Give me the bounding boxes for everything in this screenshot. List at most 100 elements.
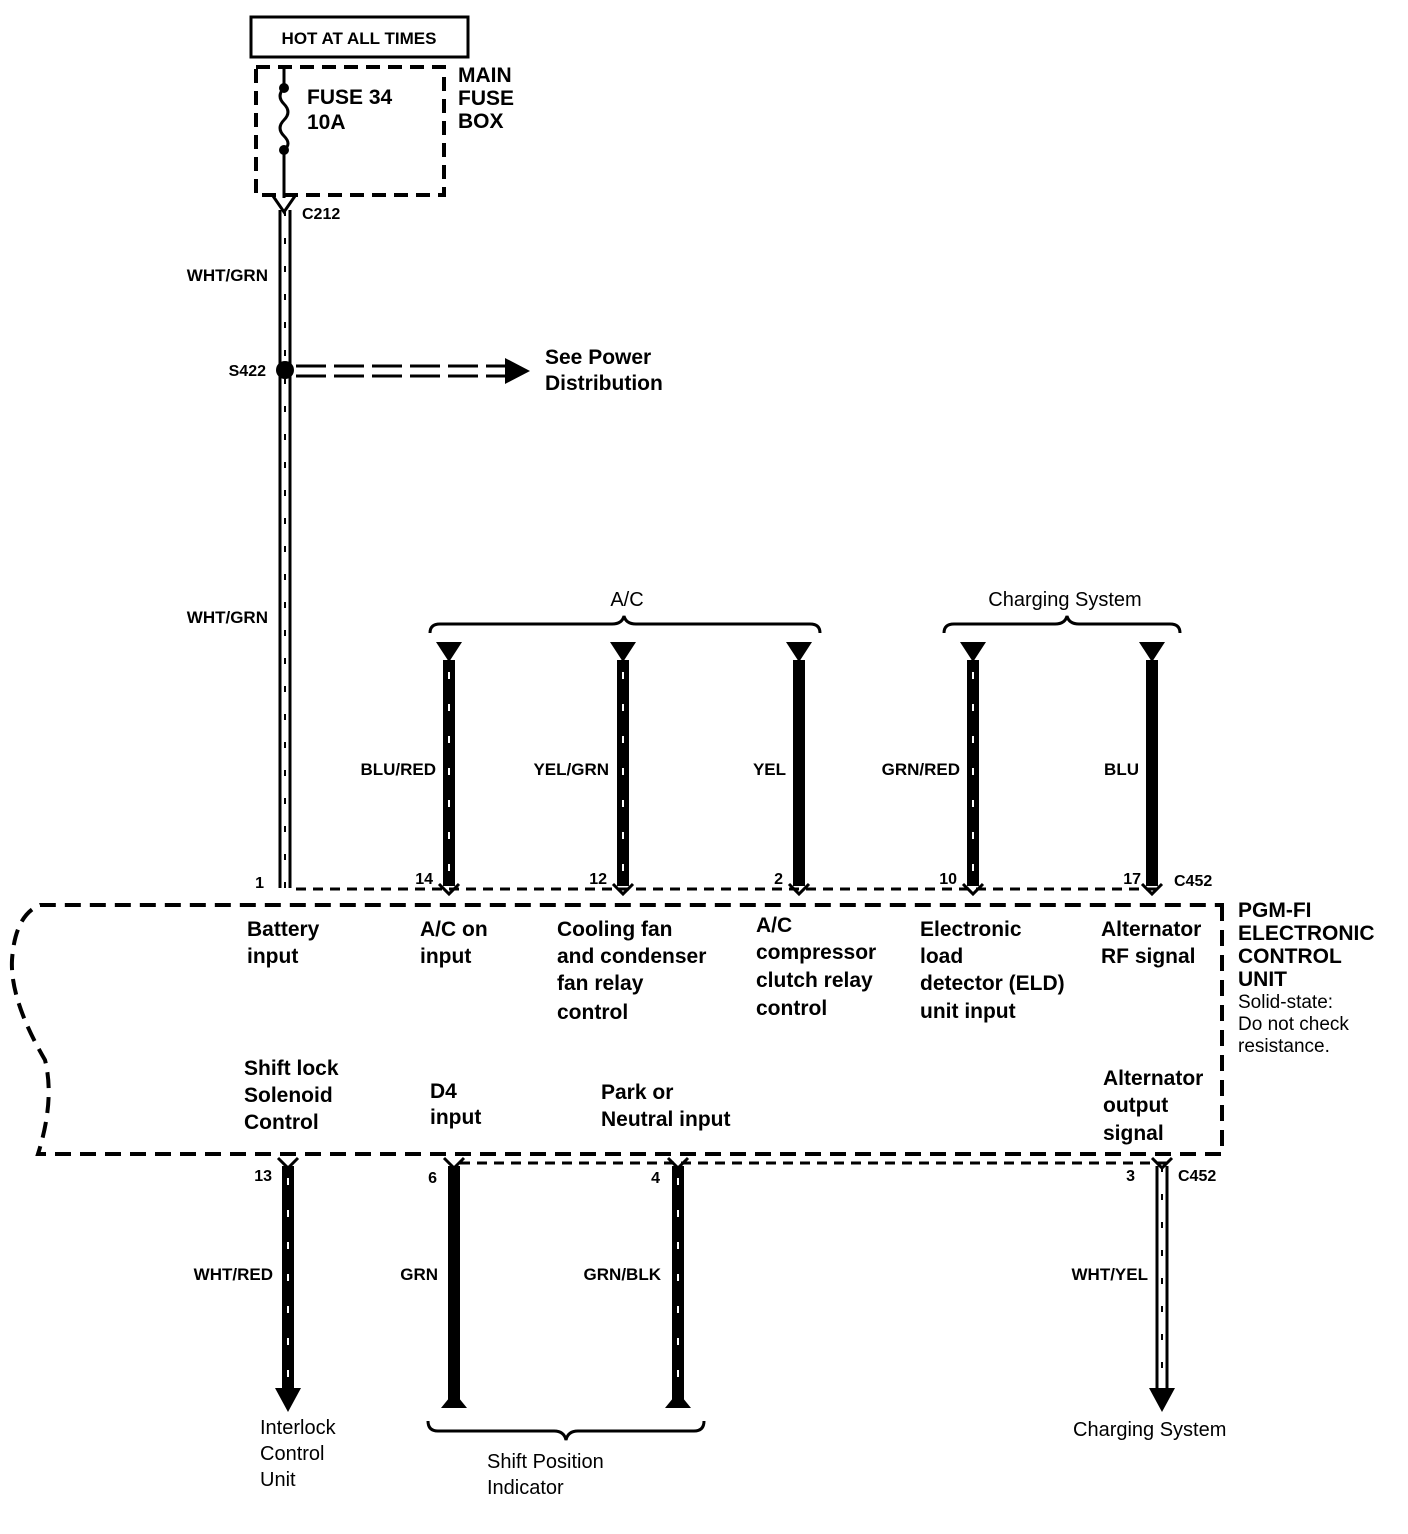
ecu-function-alternator-output-signal: Alternator output signal — [1103, 1067, 1203, 1145]
svg-text:unit input: unit input — [920, 1000, 1016, 1023]
wire-wht-red — [275, 1156, 301, 1412]
svg-text:compressor: compressor — [756, 941, 876, 964]
connector-c452-bottom-label: C452 — [1178, 1168, 1216, 1185]
wire-blu — [1139, 642, 1165, 897]
ecu-function-ac-compressor-relay: A/C compressor clutch relay control — [756, 914, 876, 1020]
svg-text:Alternator: Alternator — [1101, 918, 1201, 941]
shift-position-brace — [426, 1420, 706, 1441]
see-power-label-2: Distribution — [545, 372, 663, 395]
splice-s422-label: S422 — [229, 363, 266, 380]
wire-label-grn-red: GRN/RED — [882, 760, 960, 779]
svg-text:control: control — [557, 1001, 628, 1024]
wire-label-yel-grn: YEL/GRN — [533, 760, 609, 779]
fuse-34-symbol — [278, 67, 290, 198]
svg-text:Interlock: Interlock — [260, 1417, 337, 1439]
wire-label-blu: BLU — [1104, 760, 1139, 779]
svg-text:Indicator: Indicator — [487, 1477, 564, 1499]
ecu-title-2: ELECTRONIC — [1238, 922, 1375, 945]
ecu-function-ac-on-input: A/C on input — [420, 918, 488, 968]
ecu-note-2: Do not check — [1238, 1014, 1349, 1035]
pin-14: 14 — [415, 871, 433, 888]
svg-text:Solenoid: Solenoid — [244, 1084, 333, 1107]
svg-text:A/C: A/C — [756, 914, 792, 937]
pin-4: 4 — [651, 1170, 660, 1187]
wire-grn-red — [960, 642, 986, 897]
svg-text:output: output — [1103, 1094, 1168, 1117]
svg-text:Park or: Park or — [601, 1081, 673, 1104]
wire-yel — [786, 642, 812, 897]
main-fuse-box-outline — [254, 65, 446, 197]
wire-label-wht-grn-upper: WHT/GRN — [187, 266, 268, 285]
ecu-function-eld-input: Electronic load detector (ELD) unit inpu… — [920, 918, 1065, 1023]
pin-3: 3 — [1126, 1168, 1135, 1185]
wire-label-wht-grn-lower: WHT/GRN — [187, 608, 268, 627]
ecu-function-alternator-rf-signal: Alternator RF signal — [1101, 918, 1201, 968]
wire-label-yel: YEL — [753, 760, 786, 779]
svg-text:Battery: Battery — [247, 918, 320, 941]
pin-battery: 1 — [255, 875, 264, 892]
wire-label-grn: GRN — [400, 1265, 438, 1284]
svg-text:fan relay: fan relay — [557, 972, 644, 995]
connector-c452-top-label: C452 — [1174, 873, 1212, 890]
power-distribution-branch — [296, 358, 530, 384]
ecu-function-shift-lock-solenoid: Shift lock Solenoid Control — [244, 1057, 339, 1134]
ecu-note-3: resistance. — [1238, 1036, 1330, 1057]
pin-13: 13 — [254, 1168, 272, 1185]
connector-c212-symbol — [271, 195, 297, 215]
svg-text:input: input — [247, 945, 298, 968]
fuse-box-label-2: FUSE — [458, 87, 514, 110]
svg-text:load: load — [920, 945, 963, 968]
ecu-title-1: PGM-FI — [1238, 899, 1312, 922]
wire-yel-grn — [610, 642, 636, 897]
pin-10: 10 — [939, 871, 957, 888]
hot-at-all-times-label: HOT AT ALL TIMES — [282, 29, 437, 48]
wire-label-blu-red: BLU/RED — [360, 760, 436, 779]
wire-blu-red — [436, 642, 462, 897]
shift-position-indicator-label: Shift Position Indicator — [487, 1451, 604, 1499]
fuse-box-label-1: MAIN — [458, 64, 512, 87]
ecu-function-park-neutral-input: Park or Neutral input — [601, 1081, 731, 1131]
svg-text:Cooling fan: Cooling fan — [557, 918, 672, 941]
fuse-name: FUSE 34 — [307, 86, 393, 109]
ecu-note-1: Solid-state: — [1238, 992, 1333, 1013]
svg-text:Shift Position: Shift Position — [487, 1451, 604, 1473]
ecu-function-battery-input: Battery input — [247, 918, 320, 968]
wire-wht-yel — [1149, 1156, 1175, 1412]
pin-17: 17 — [1123, 871, 1141, 888]
splice-s422-dot — [276, 361, 294, 379]
wire-label-wht-red: WHT/RED — [194, 1265, 273, 1284]
ecu-function-d4-input: D4 input — [430, 1080, 481, 1129]
svg-text:Control: Control — [260, 1443, 324, 1465]
pin-6: 6 — [428, 1170, 437, 1187]
wire-label-grn-blk: GRN/BLK — [584, 1265, 662, 1284]
charging-group-brace — [942, 615, 1182, 634]
interlock-control-unit-label: Interlock Control Unit — [260, 1417, 337, 1491]
svg-text:clutch relay: clutch relay — [756, 969, 873, 992]
charging-group-label: Charging System — [988, 589, 1141, 611]
ecu-title-3: CONTROL — [1238, 945, 1342, 968]
svg-text:input: input — [420, 945, 471, 968]
wire-grn — [441, 1156, 467, 1408]
svg-text:RF signal: RF signal — [1101, 945, 1196, 968]
ac-group-brace — [428, 615, 822, 634]
ac-group-label: A/C — [610, 589, 643, 611]
svg-text:signal: signal — [1103, 1122, 1164, 1145]
pgm-fi-ecu-outline — [9, 903, 1224, 1156]
svg-text:Electronic: Electronic — [920, 918, 1022, 941]
pin-12: 12 — [589, 871, 607, 888]
battery-wire — [278, 210, 292, 888]
svg-text:D4: D4 — [430, 1080, 457, 1103]
svg-text:control: control — [756, 997, 827, 1020]
wire-label-wht-yel: WHT/YEL — [1072, 1265, 1149, 1284]
svg-text:Neutral input: Neutral input — [601, 1108, 731, 1131]
fuse-rating: 10A — [307, 111, 346, 134]
svg-text:detector (ELD): detector (ELD) — [920, 972, 1065, 995]
wire-grn-blk — [665, 1156, 691, 1408]
svg-text:and condenser: and condenser — [557, 945, 706, 968]
ecu-function-cooling-fan-relay: Cooling fan and condenser fan relay cont… — [557, 918, 706, 1024]
hot-at-all-times-box — [249, 15, 470, 59]
fuse-box-label-3: BOX — [458, 110, 504, 133]
svg-text:Control: Control — [244, 1111, 319, 1134]
charging-system-bottom-label: Charging System — [1073, 1419, 1226, 1441]
